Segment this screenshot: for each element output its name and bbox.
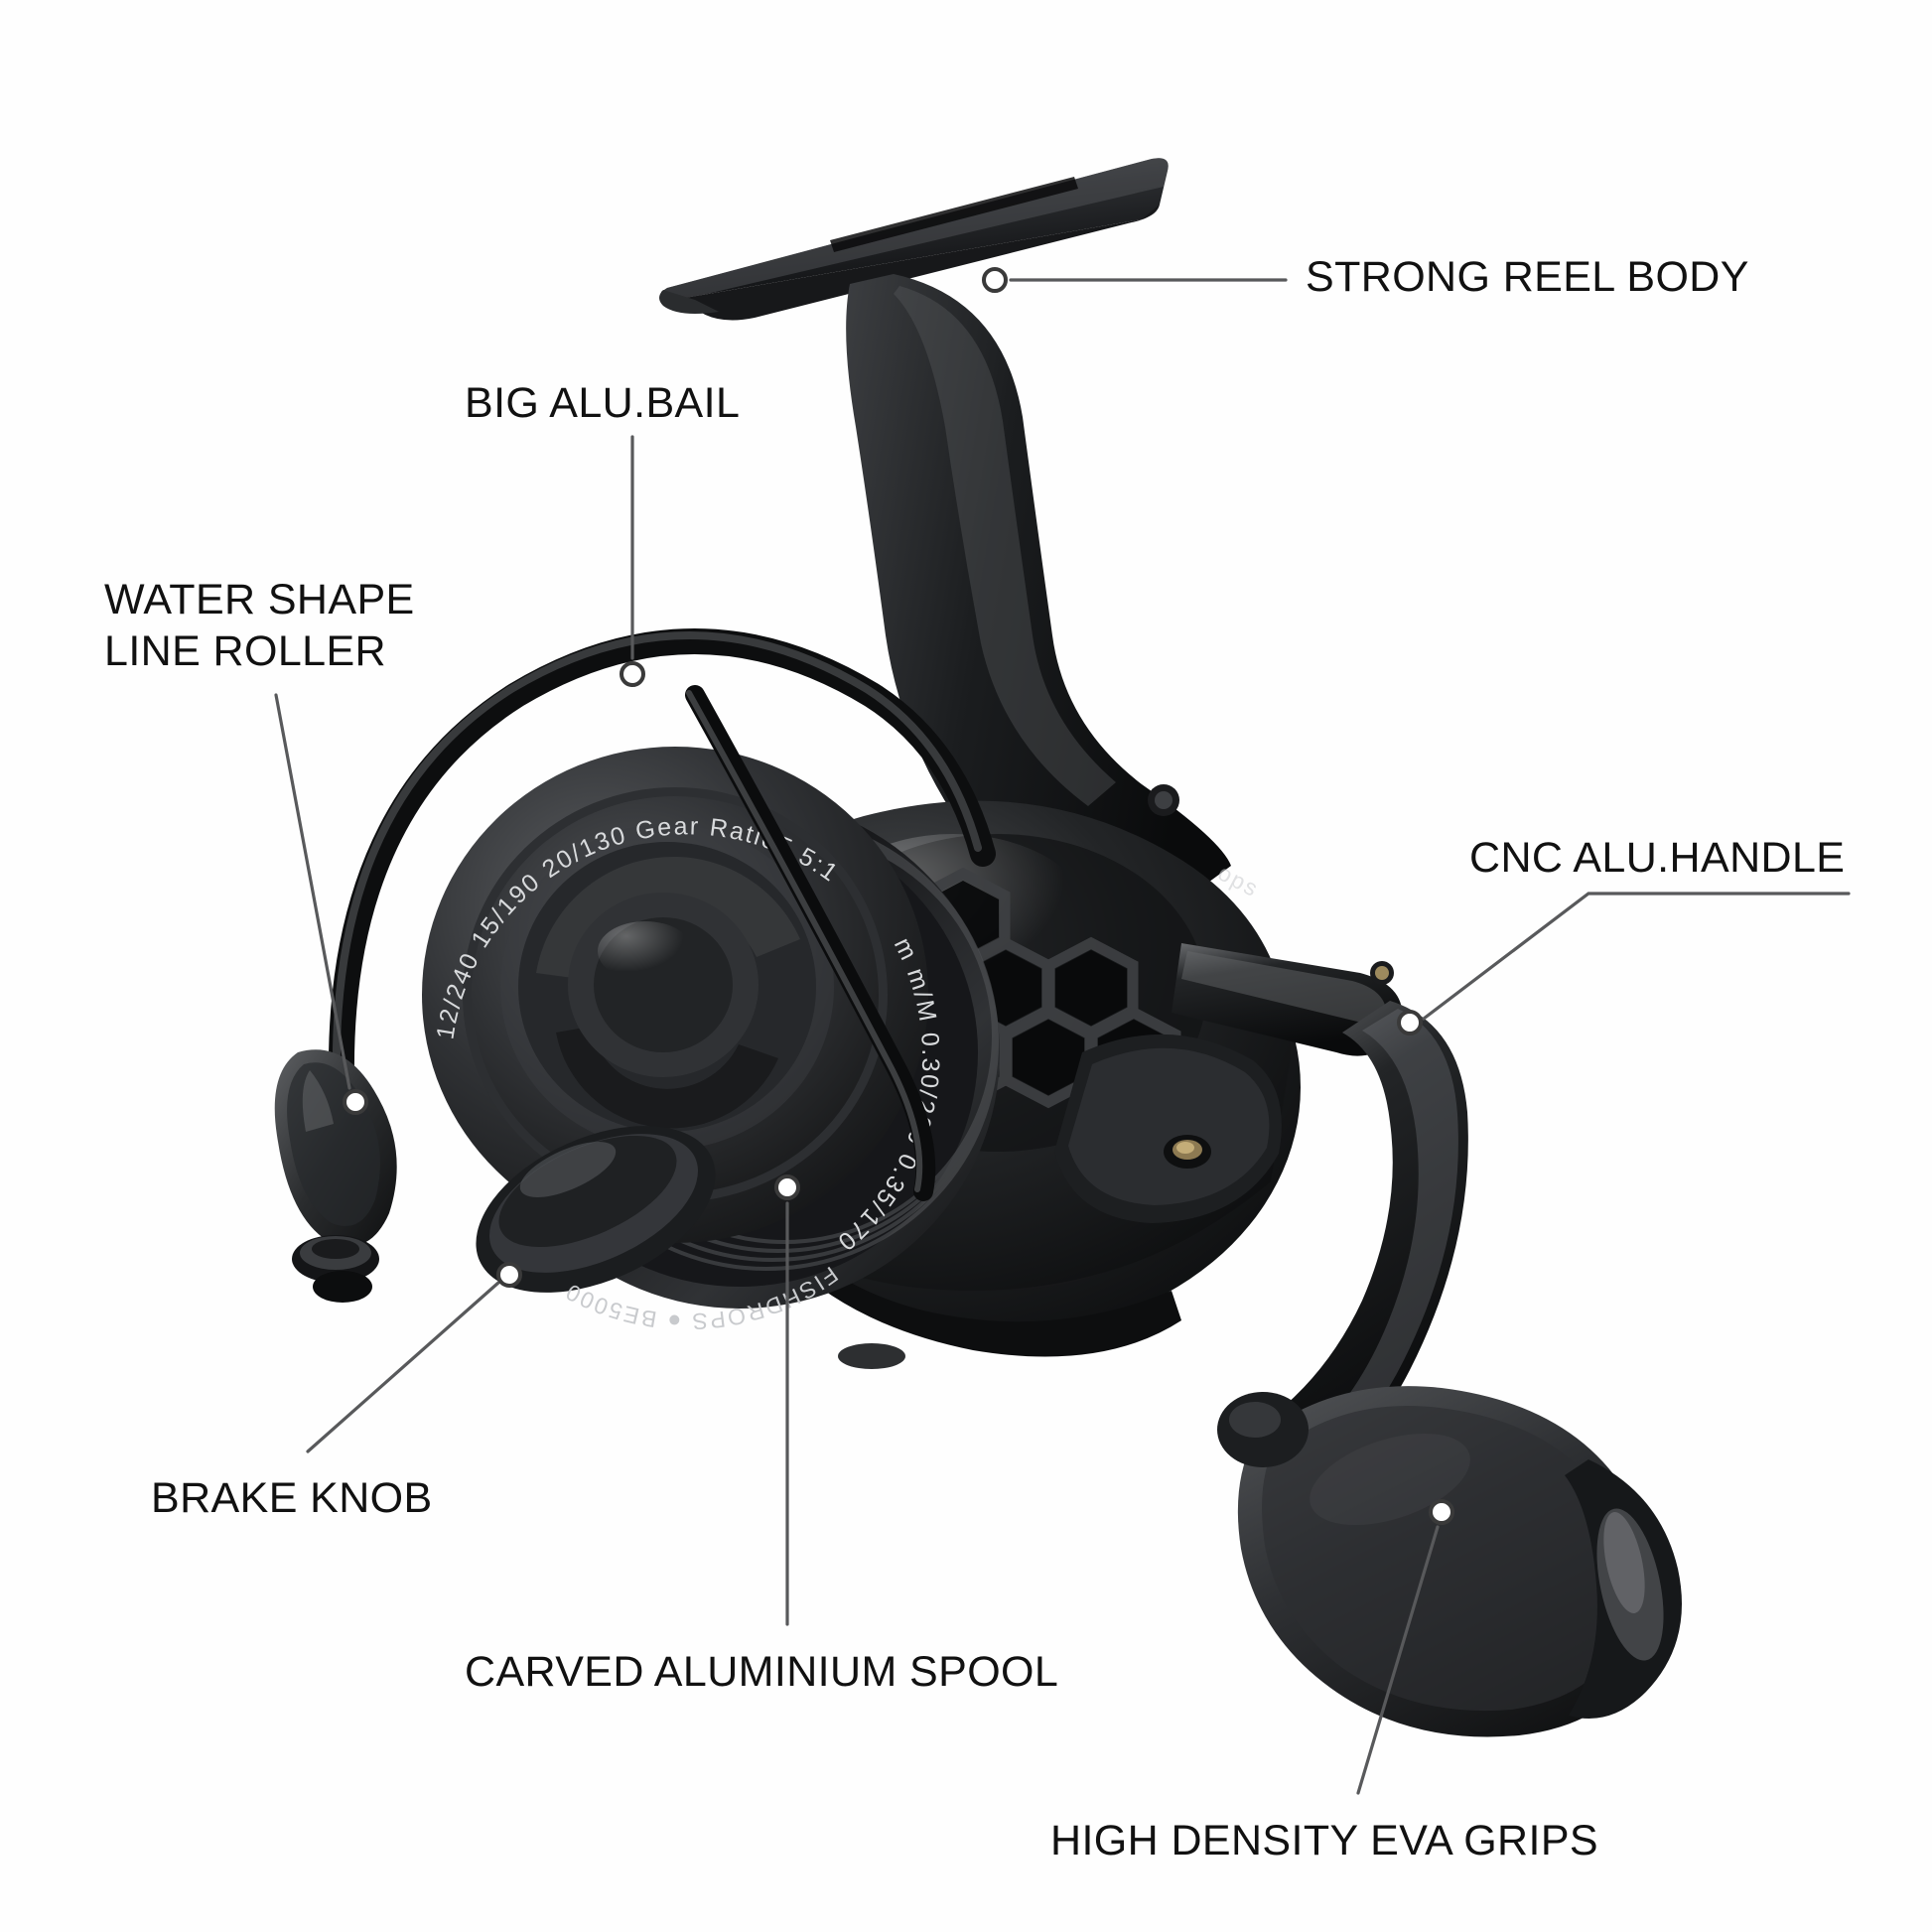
callout-label-big-alu-bail: BIG ALU.BAIL: [465, 379, 741, 427]
callout-label-high-density-grips: HIGH DENSITY EVA GRIPS: [1050, 1817, 1599, 1864]
reel-foot: [659, 158, 1169, 321]
spool-carved-face: [500, 824, 834, 1150]
brake-knob: [476, 1126, 716, 1293]
bail-arm: [328, 628, 996, 1201]
callout-label-cnc-alu-handle: CNC ALU.HANDLE: [1469, 834, 1846, 882]
callout-label-strong-reel-body: STRONG REEL BODY: [1306, 253, 1749, 301]
line-roller: [274, 1049, 397, 1303]
handle-assembly: [1172, 943, 1682, 1737]
eva-grip: [1237, 1386, 1682, 1737]
callout-label-carved-alu-spool: CARVED ALUMINIUM SPOOL: [465, 1648, 1059, 1696]
callout-label-brake-knob: BRAKE KNOB: [151, 1474, 433, 1522]
